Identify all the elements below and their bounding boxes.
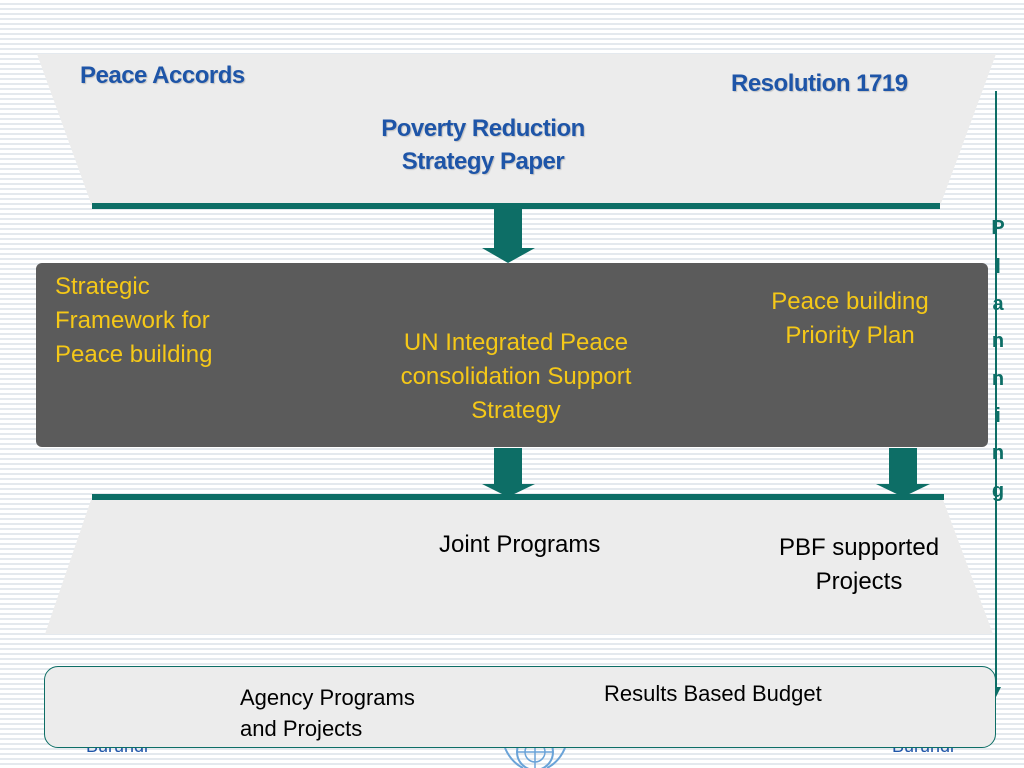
lower-teal-line: [92, 494, 944, 500]
priority-plan-line-1: Peace building: [771, 288, 929, 315]
agency-programs-line-2: and Projects: [240, 716, 363, 741]
un-emblem-icon: [504, 733, 566, 768]
planning-letter: n: [991, 330, 1005, 352]
planning-letter: P: [991, 217, 1005, 239]
arrow-down-icon: [482, 448, 535, 497]
results-budget-box: [44, 666, 996, 748]
prsp-label: Poverty Reduction Strategy Paper: [338, 112, 628, 178]
priority-plan-label: Peace building Priority Plan: [740, 285, 960, 353]
strategic-framework-line-3: Peace building: [55, 341, 213, 368]
planning-letter: g: [991, 480, 1005, 502]
pbf-projects-line-1: PBF supported: [778, 534, 940, 561]
priority-plan-line-2: Priority Plan: [785, 322, 915, 349]
top-teal-line: [92, 203, 940, 209]
planning-letter: l: [995, 256, 1001, 278]
arrow-down-icon: [876, 448, 930, 497]
arrow-down-icon: [482, 208, 535, 263]
strategic-framework-label: Strategic Framework for Peace building: [55, 270, 212, 372]
planning-arrow-icon: [991, 91, 1001, 697]
joint-programs-label: Joint Programs: [439, 531, 601, 558]
planning-letter: n: [991, 442, 1005, 464]
strategic-framework-line-2: Framework for: [55, 307, 210, 334]
planning-letter: n: [991, 368, 1005, 390]
lower-funnel-band: [45, 497, 993, 634]
resolution-label: Resolution 1719: [731, 70, 908, 97]
un-integrated-line-3: Strategy: [471, 397, 561, 424]
pbf-projects-label: PBF supported Projects: [749, 531, 969, 599]
peace-accords-label: Peace Accords: [80, 62, 245, 89]
agency-programs-label: Agency Programs and Projects: [240, 682, 415, 744]
agency-programs-line-1: Agency Programs: [240, 685, 415, 710]
results-budget-label: Results Based Budget: [604, 681, 822, 706]
pbf-projects-line-2: Projects: [815, 568, 903, 595]
un-integrated-line-2: consolidation Support: [400, 363, 632, 390]
planning-letter: a: [992, 293, 1004, 315]
un-integrated-line-1: UN Integrated Peace: [403, 329, 629, 356]
planning-letter: i: [995, 405, 1001, 427]
strategy-box: [36, 263, 988, 447]
prsp-line-1: Poverty Reduction: [381, 115, 585, 142]
strategic-framework-line-1: Strategic: [55, 273, 150, 300]
top-funnel-band: [37, 54, 996, 206]
un-integrated-strategy-label: UN Integrated Peace consolidation Suppor…: [356, 326, 676, 428]
prsp-line-2: Strategy Paper: [401, 148, 565, 175]
